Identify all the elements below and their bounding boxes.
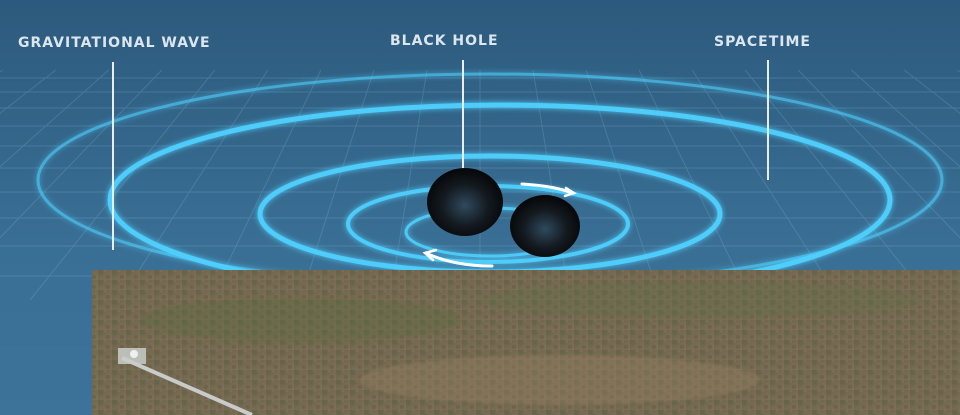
grid-line	[532, 69, 571, 301]
callout-lines	[112, 60, 769, 250]
grid-line	[850, 69, 960, 168]
grid-line	[0, 69, 57, 114]
grid-line	[903, 69, 960, 114]
grid-line	[0, 69, 110, 168]
grid-line	[29, 69, 216, 301]
grid-line	[299, 69, 375, 301]
detector-station	[130, 350, 138, 358]
orbit-arrows	[422, 182, 577, 268]
orbit-arrowhead-bottom	[422, 248, 438, 262]
black-hole-pair	[427, 168, 580, 257]
grid-line	[209, 69, 322, 301]
grid-line	[0, 69, 163, 239]
black-hole-1	[427, 168, 503, 236]
orbit-arrow-top	[520, 182, 574, 195]
orbit-arrow-bottom	[426, 252, 494, 268]
grid-line	[797, 69, 960, 239]
detector-arm	[121, 356, 253, 415]
label-spacetime: SPACETIME	[714, 34, 811, 50]
grid-line	[691, 69, 841, 301]
orbit-arrowhead-top	[563, 186, 577, 198]
label-gravitational-wave: GRAVITATIONAL WAVE	[18, 35, 211, 51]
grid-line	[744, 69, 931, 301]
aerial-photo	[92, 270, 960, 415]
label-black-hole: BLACK HOLE	[390, 33, 499, 49]
black-hole-2	[510, 195, 580, 257]
grid-line	[119, 69, 269, 301]
